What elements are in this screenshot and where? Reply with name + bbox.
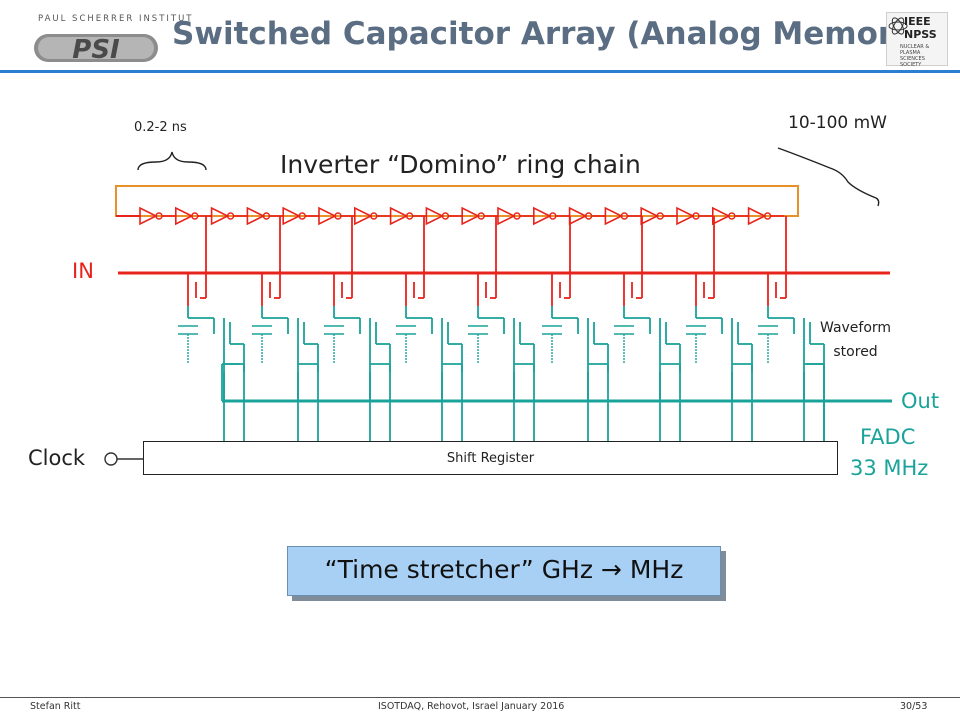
atom-icon [888, 17, 908, 35]
inverter [604, 206, 624, 226]
footer-page-number: 30/53 [900, 701, 928, 712]
inverter [712, 206, 731, 226]
shift-register-label: Shift Register [446, 451, 535, 466]
inverter [461, 206, 480, 226]
fadc-rate-label: 33 MHz [850, 456, 929, 480]
inverter [282, 206, 301, 226]
inverter [497, 206, 516, 226]
power-brace [777, 147, 880, 207]
footer-event: ISOTDAQ, Rehovot, Israel January 2016 [378, 701, 565, 712]
waveform-label-line1: Waveform [820, 320, 892, 336]
time-stretcher-box: “Time stretcher” GHz → MHz [287, 546, 721, 596]
title-divider [0, 70, 960, 73]
slide-title: Switched Capacitor Array (Analog Memory) [172, 16, 928, 52]
inverter [175, 206, 194, 226]
ieee-line2: NPSS [904, 28, 937, 41]
inverter [747, 206, 767, 226]
clock-label: Clock [28, 446, 86, 470]
ring-chain-label: Inverter “Domino” ring chain [280, 150, 641, 179]
ieee-line1: IEEE [904, 15, 931, 28]
time-brace [137, 151, 207, 171]
institute-name: PAUL SCHERRER INSTITUT [38, 14, 194, 24]
inverter [210, 206, 230, 226]
waveform-label-line2: stored [833, 344, 878, 360]
psi-logo: PSI [34, 34, 158, 65]
inverter [533, 206, 552, 226]
inverter [425, 206, 445, 226]
ieee-logo-subtitle: NUCLEAR & PLASMA SCIENCES SOCIETY [900, 44, 930, 68]
output-label: Out [901, 389, 940, 413]
inverter [389, 206, 409, 226]
clock-input-terminal [104, 452, 118, 466]
inverter [246, 206, 266, 226]
power-label: 10-100 mW [788, 113, 887, 133]
inverter [354, 206, 373, 226]
ieee-logo-text: IEEE NPSS [904, 15, 937, 41]
inverter [139, 206, 158, 226]
time-label: 0.2-2 ns [134, 120, 187, 135]
input-label: IN [72, 259, 94, 283]
fadc-label: FADC [860, 425, 916, 449]
footer-divider [0, 697, 960, 698]
waveform-label: Waveform stored [820, 316, 891, 364]
psi-logo-text: PSI [72, 35, 120, 65]
inverter [318, 206, 337, 226]
footer-author: Stefan Ritt [30, 701, 81, 712]
ring-chain-box [115, 185, 799, 217]
shift-register: Shift Register [143, 441, 838, 475]
inverter [676, 206, 695, 226]
time-stretcher-label: “Time stretcher” GHz → MHz [324, 555, 684, 584]
